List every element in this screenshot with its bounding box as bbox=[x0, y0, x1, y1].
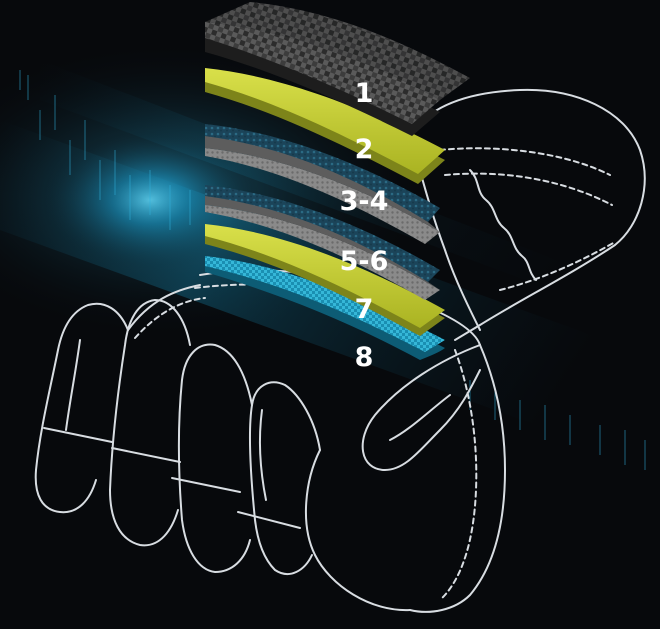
layer-label-2: 2 bbox=[355, 134, 374, 165]
layer-label-7: 7 bbox=[355, 294, 374, 325]
layer-label-5-6: 5-6 bbox=[340, 246, 389, 277]
layer-label-3-4: 3-4 bbox=[340, 186, 389, 217]
layer-label-1: 1 bbox=[355, 78, 374, 109]
layer-label-8: 8 bbox=[355, 342, 374, 373]
